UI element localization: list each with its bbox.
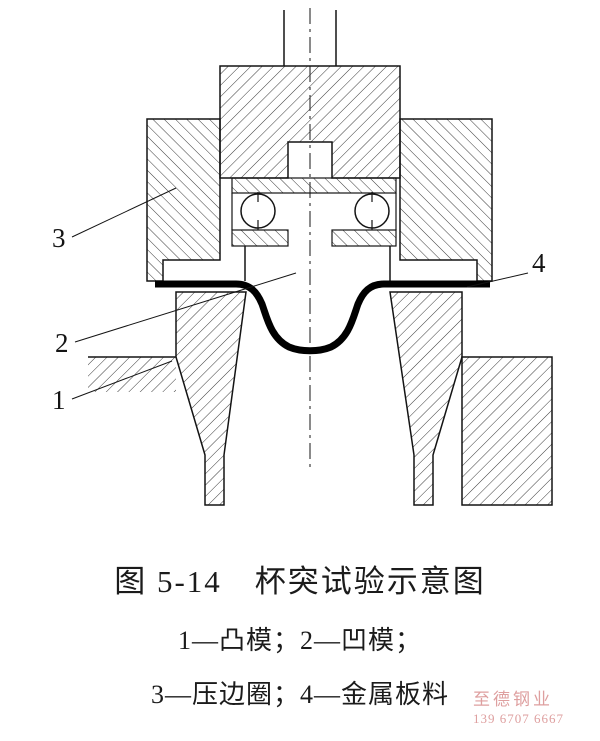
table-section-hatch-left [88,357,176,392]
leader-line-3 [71,187,177,238]
blank-holder-right [399,118,493,282]
bearing-bottom-race-left [231,229,289,247]
cupping-test-diagram: 3 2 1 4 [52,8,553,506]
watermark-company: 至德钢业 [473,690,553,709]
watermark: 至德钢业 139 6707 6667 [473,689,564,728]
watermark-phone: 139 6707 6667 [473,711,564,727]
metal-sheet-blank [155,280,490,355]
part-number-1: 1 [52,385,66,415]
blank-holder-left [146,118,221,282]
lower-die-right-column [389,291,463,506]
part-number-4: 4 [532,248,546,278]
bearing-bottom-race-right [331,229,397,247]
bolster-block-right [461,356,553,506]
figure-legend-line-1: 1—凸模；2—凹模； [177,626,422,655]
bearing-top-race [231,177,397,194]
leader-line-1 [71,360,173,400]
part-number-2: 2 [55,328,69,358]
lower-die-left-column [175,291,247,506]
figure-legend-line-2: 3—压边圈；4—金属板料 [150,680,449,709]
part-number-3: 3 [52,223,66,253]
figure-caption: 图 5-14 杯突试验示意图 [114,564,486,599]
leader-line-4 [466,272,529,288]
leader-line-2 [74,272,297,343]
